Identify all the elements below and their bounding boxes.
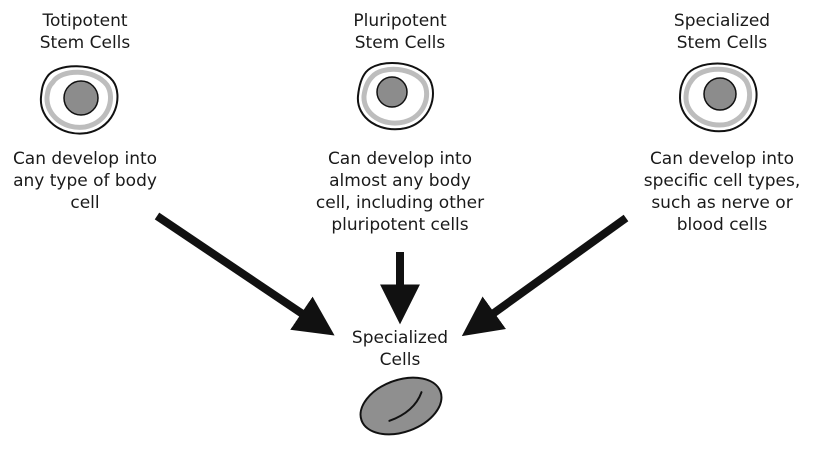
- totipotent-title: Totipotent Stem Cells: [10, 10, 160, 54]
- pluripotent-description-line-3: cell, including other: [315, 193, 485, 213]
- pluripotent-title-line-2: Stem Cells: [354, 33, 446, 53]
- pluripotent-title-line-1: Pluripotent: [353, 11, 447, 31]
- arrow-icon: [154, 212, 335, 336]
- specialized-cells-title-line-2: Cells: [379, 350, 421, 370]
- totipotent-title-line-1: Totipotent: [42, 11, 128, 31]
- pluripotent-description: Can develop into almost any body cell, i…: [305, 148, 495, 236]
- specialized-stem-description-line-3: such as nerve or: [651, 193, 793, 213]
- specialized-stem-description: Can develop into specific cell types, su…: [627, 148, 815, 236]
- specialized-cells-title-line-1: Specialized: [351, 328, 449, 348]
- pluripotent-description-line-4: pluripotent cells: [331, 215, 469, 235]
- pluripotent-title: Pluripotent Stem Cells: [325, 10, 475, 54]
- specialized-stem-title-line-1: Specialized: [673, 11, 771, 31]
- stem-cell-icon: [678, 62, 758, 133]
- pluripotent-description-line-1: Can develop into: [327, 149, 473, 169]
- arrow-icon: [461, 214, 629, 337]
- stem-cell-icon: [39, 65, 119, 135]
- totipotent-description-line-2: any type of body: [13, 171, 157, 191]
- totipotent-description-line-3: cell: [70, 193, 100, 213]
- specialized-stem-description-line-2: specific cell types,: [643, 171, 801, 191]
- totipotent-description-line-1: Can develop into: [12, 149, 158, 169]
- specialized-stem-description-line-4: blood cells: [676, 215, 768, 235]
- totipotent-description: Can develop into any type of body cell: [0, 148, 170, 214]
- stem-cell-icon: [356, 62, 434, 131]
- pluripotent-description-line-2: almost any body: [329, 171, 471, 191]
- specialized-cells-title: Specialized Cells: [325, 327, 475, 371]
- totipotent-title-line-2: Stem Cells: [39, 33, 131, 53]
- specialized-stem-title: Specialized Stem Cells: [647, 10, 797, 54]
- specialized-stem-description-line-1: Can develop into: [649, 149, 795, 169]
- specialized-stem-title-line-2: Stem Cells: [676, 33, 768, 53]
- specialized-cell-icon: [359, 376, 443, 436]
